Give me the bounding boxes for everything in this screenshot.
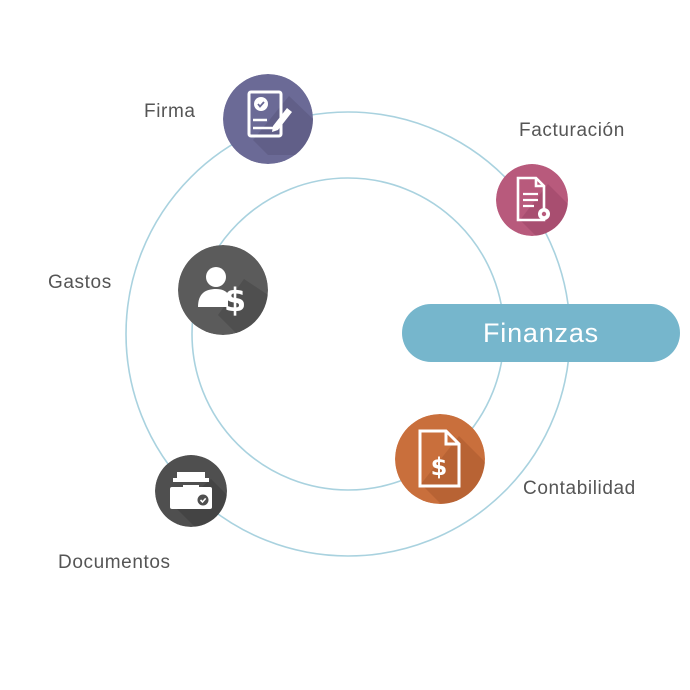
signed-document-pen-icon bbox=[223, 74, 313, 164]
finanzas-pill: Finanzas bbox=[402, 304, 680, 362]
node-documentos[interactable] bbox=[155, 455, 227, 527]
dollar-document-icon: $ bbox=[395, 414, 485, 504]
user-dollar-icon: $ bbox=[178, 245, 268, 335]
node-gastos[interactable]: $ bbox=[178, 245, 268, 335]
finanzas-label: Finanzas bbox=[483, 317, 599, 348]
node-facturacion[interactable] bbox=[496, 164, 568, 236]
label-facturacion: Facturación bbox=[519, 120, 625, 141]
svg-text:$: $ bbox=[431, 453, 448, 481]
label-documentos: Documentos bbox=[58, 552, 171, 573]
label-contabilidad: Contabilidad bbox=[523, 478, 636, 499]
label-firma: Firma bbox=[144, 101, 196, 122]
node-firma[interactable] bbox=[223, 74, 313, 164]
svg-text:$: $ bbox=[224, 281, 246, 319]
invoice-settings-icon bbox=[496, 164, 568, 236]
node-contabilidad[interactable]: $ bbox=[395, 414, 485, 504]
label-gastos: Gastos bbox=[48, 272, 112, 293]
archive-tray-check-icon bbox=[155, 455, 227, 527]
